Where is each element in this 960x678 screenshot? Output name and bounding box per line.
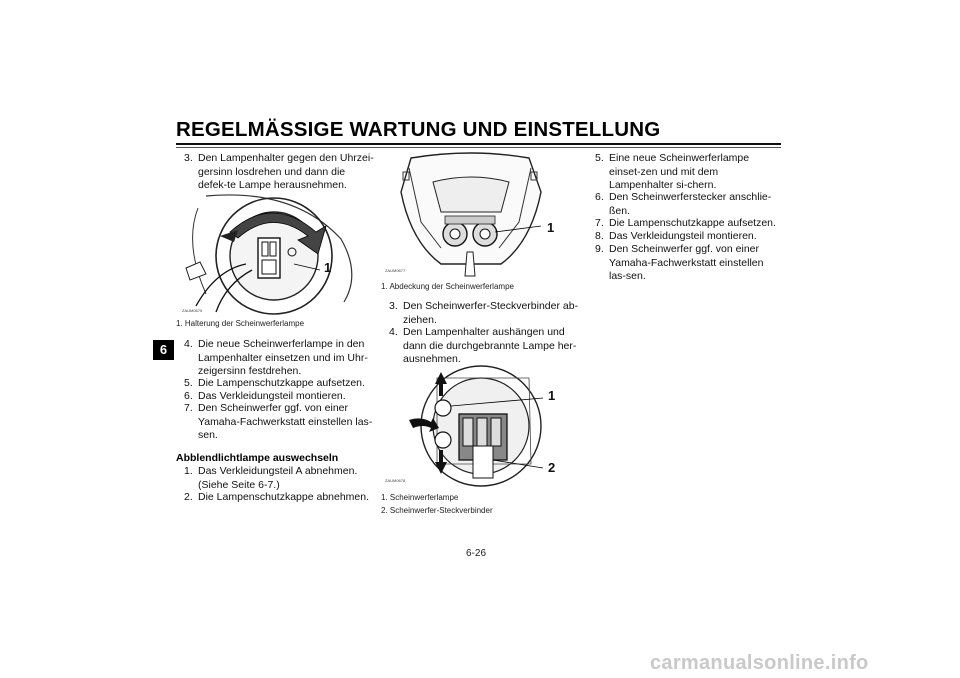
step-number: 5. <box>595 152 604 164</box>
right-step-5: 5. Eine neue Scheinwerferlampe einset-ze… <box>595 152 781 193</box>
step-number: 3. <box>184 152 193 164</box>
step-text: Die Lampenschutzkappe aufsetzen. <box>609 217 776 229</box>
step-number: 4. <box>389 326 398 338</box>
step-text: Den Scheinwerfer-Steckverbinder ab-ziehe… <box>403 300 579 326</box>
left-step-c1: 1. Das Verkleidungsteil A abnehmen. (Sie… <box>184 465 374 492</box>
right-step-6: 6. Den Scheinwerferstecker anschlie-ßen. <box>595 191 781 218</box>
figure-caption-1: 1. Scheinwerferlampe <box>381 493 459 502</box>
left-step-c2: 2. Die Lampenschutzkappe abnehmen. <box>184 491 374 505</box>
right-step-8: 8. Das Verkleidungsteil montieren. <box>595 230 781 244</box>
figure-headlight-cover: ZAUM0677 1 <box>381 152 561 280</box>
headlight-assembly-illustration: ZAUM0677 <box>385 152 542 277</box>
figure-code: ZAUM0675 <box>182 308 203 313</box>
callout-1: 1 <box>548 388 556 403</box>
step-text: Eine neue Scheinwerferlampe einset-zen u… <box>609 152 750 192</box>
page-title: REGELMÄSSIGE WARTUNG UND EINSTELLUNG <box>176 118 661 141</box>
figure-lamp-connector: ZAUM0678 1 2 <box>381 364 561 490</box>
step-number: 6. <box>184 390 193 402</box>
step-text: Die neue Scheinwerferlampe in den Lampen… <box>198 338 368 378</box>
chapter-tab: 6 <box>153 340 174 360</box>
left-step-7: 7. Den Scheinwerfer ggf. von einer Yamah… <box>184 402 374 443</box>
figure-lamp-holder: ZAUM0675 1 <box>176 194 356 316</box>
step-number: 2. <box>184 491 193 503</box>
right-step-9: 9. Den Scheinwerfer ggf. von einer Yamah… <box>595 243 781 284</box>
step-number: 8. <box>595 230 604 242</box>
step-text: Den Scheinwerfer ggf. von einer Yamaha-F… <box>609 243 764 283</box>
step-number: 5. <box>184 377 193 389</box>
left-step-3: 3. Den Lampenhalter gegen den Uhrzei-ger… <box>184 152 374 193</box>
step-text: Die Lampenschutzkappe abnehmen. <box>198 491 370 503</box>
watermark: carmanualsonline.info <box>650 652 869 674</box>
left-step-6: 6. Das Verkleidungsteil montieren. <box>184 390 374 404</box>
figure-caption: 1. Abdeckung der Scheinwerferlampe <box>381 282 514 291</box>
step-number: 7. <box>595 217 604 229</box>
title-rule-thin <box>176 147 781 148</box>
middle-step-4: 4. Den Lampenhalter aushängen und dann d… <box>389 326 579 367</box>
figure-caption: 1. Halterung der Scheinwerferlampe <box>176 319 305 328</box>
title-rule-thick <box>176 143 781 145</box>
step-number: 1. <box>184 465 193 477</box>
figure-caption-2: 2. Scheinwerfer-Steckverbinder <box>381 506 493 515</box>
figure-code: ZAUM0677 <box>385 268 406 273</box>
callout-2: 2 <box>548 460 556 475</box>
middle-step-3: 3. Den Scheinwerfer-Steckverbinder ab-zi… <box>389 300 579 327</box>
step-text: Die Lampenschutzkappe aufsetzen. <box>198 377 365 389</box>
lamp-holder-illustration: ZAUM0675 <box>182 194 353 315</box>
step-text: Den Scheinwerfer ggf. von einer Yamaha-F… <box>198 402 373 442</box>
right-step-7: 7. Die Lampenschutzkappe aufsetzen. <box>595 217 781 231</box>
step-number: 6. <box>595 191 604 203</box>
step-number: 4. <box>184 338 193 350</box>
step-number: 7. <box>184 402 193 414</box>
step-text: Das Verkleidungsteil A abnehmen. (Siehe … <box>198 465 358 491</box>
step-number: 3. <box>389 300 398 312</box>
callout-1: 1 <box>547 220 555 235</box>
step-text: Den Scheinwerferstecker anschlie-ßen. <box>609 191 772 217</box>
step-text: Den Lampenhalter aushängen und dann die … <box>403 326 577 366</box>
step-text: Den Lampenhalter gegen den Uhrzei-gersin… <box>198 152 374 192</box>
left-step-4: 4. Die neue Scheinwerferlampe in den Lam… <box>184 338 374 379</box>
callout-1: 1 <box>324 260 332 275</box>
left-step-5: 5. Die Lampenschutzkappe aufsetzen. <box>184 377 374 391</box>
section-heading: Abblendlichtlampe auswechseln <box>176 452 339 464</box>
step-number: 9. <box>595 243 604 255</box>
step-text: Das Verkleidungsteil montieren. <box>198 390 346 402</box>
page-number: 6-26 <box>466 548 487 559</box>
figure-code: ZAUM0678 <box>385 478 406 483</box>
lamp-connector-illustration: ZAUM0678 <box>385 365 544 487</box>
step-text: Das Verkleidungsteil montieren. <box>609 230 757 242</box>
